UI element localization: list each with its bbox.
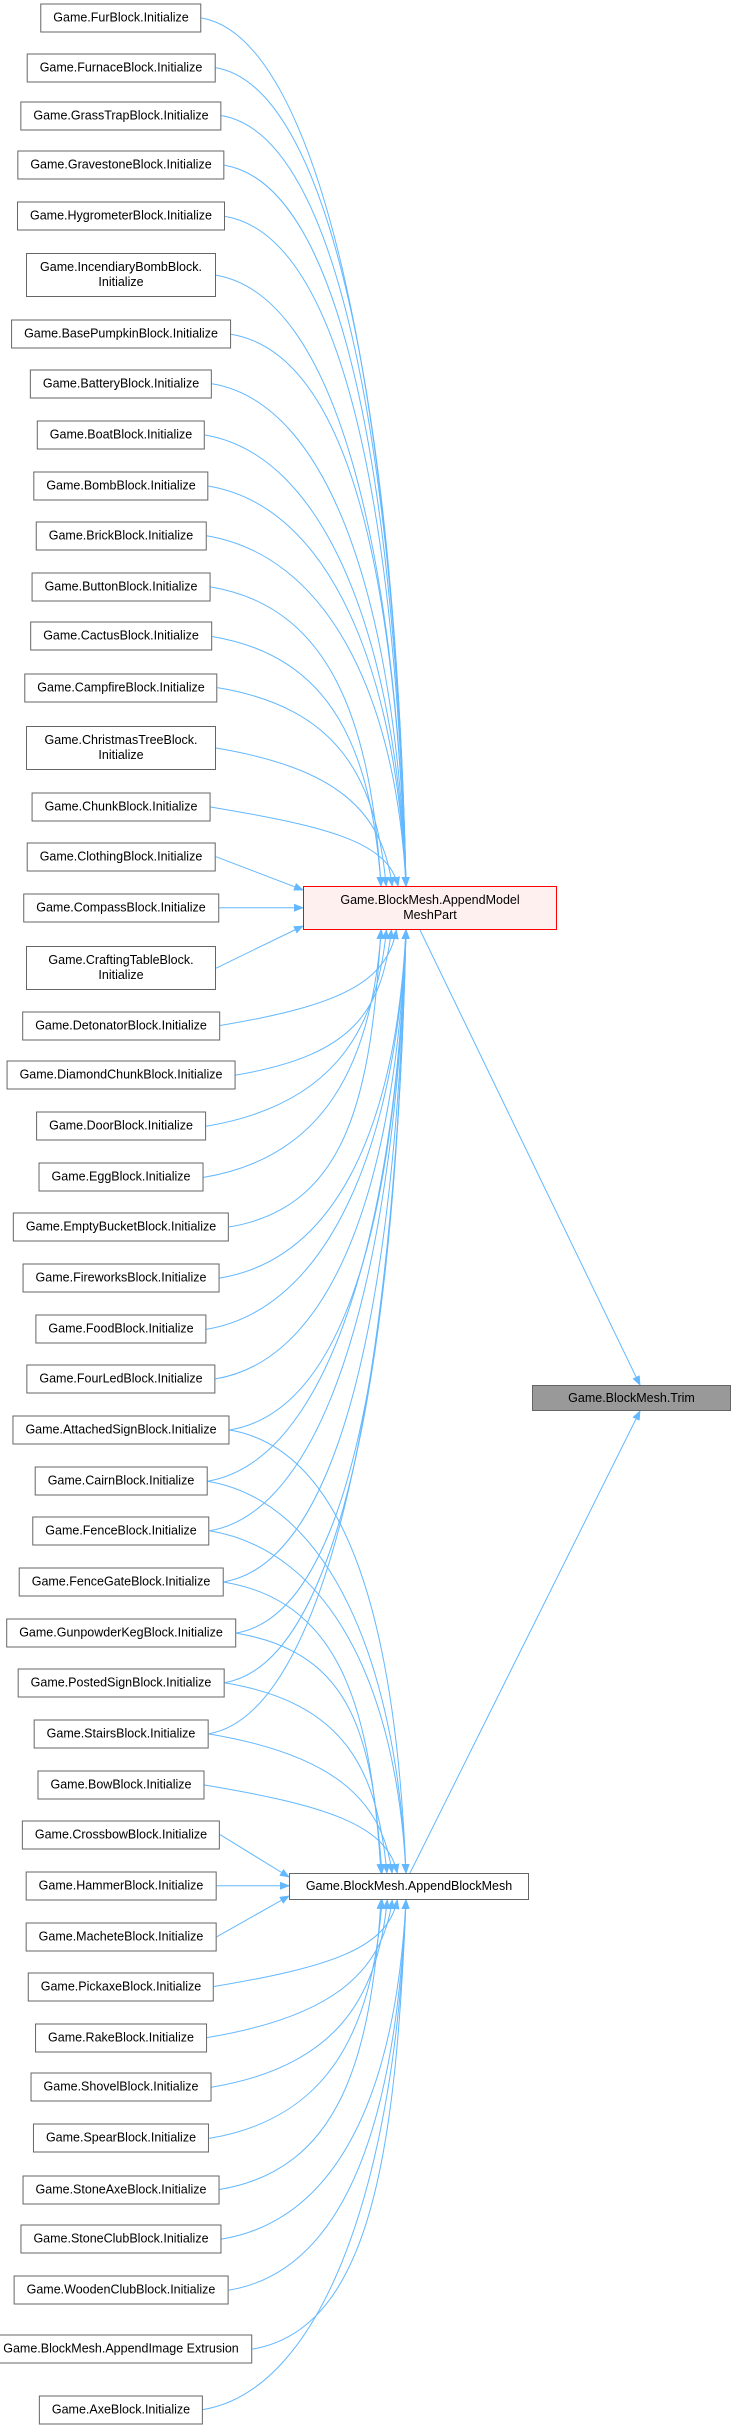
caller-node[interactable]: Game.HammerBlock.Initialize bbox=[25, 1871, 217, 1901]
caller-node[interactable]: Game.ChunkBlock.Initialize bbox=[31, 792, 211, 822]
caller-node[interactable]: Game.CompassBlock.Initialize bbox=[23, 893, 219, 923]
edge-to-abm bbox=[211, 1899, 391, 2088]
edge-to-mmp bbox=[211, 383, 410, 887]
edge-to-mmp bbox=[219, 929, 410, 1279]
edge-to-mmp bbox=[215, 929, 410, 1380]
edge-to-mmp bbox=[223, 929, 410, 1583]
edge-to-abm bbox=[206, 1899, 396, 2039]
edge-to-mmp bbox=[205, 929, 390, 1127]
edge-to-abm bbox=[251, 1899, 410, 2350]
caller-node[interactable]: Game.CampfireBlock.Initialize bbox=[24, 673, 218, 703]
caller-node[interactable]: Game.BasePumpkinBlock.Initialize bbox=[11, 319, 231, 349]
edge-mmp-to-trim bbox=[419, 929, 641, 1386]
caller-node[interactable]: Game.DoorBlock.Initialize bbox=[36, 1111, 206, 1141]
edge-to-abm bbox=[202, 1899, 410, 2411]
caller-node[interactable]: Game.CrossbowBlock.Initialize bbox=[21, 1820, 221, 1850]
caller-node[interactable]: Game.FoodBlock.Initialize bbox=[35, 1314, 207, 1344]
edge-to-abm bbox=[204, 1784, 400, 1874]
node-append-block-mesh[interactable]: Game.BlockMesh.AppendBlockMesh bbox=[289, 1873, 529, 1900]
caller-node[interactable]: Game.CraftingTableBlock. Initialize bbox=[26, 946, 216, 991]
caller-node[interactable]: Game.BowBlock.Initialize bbox=[37, 1770, 205, 1800]
node-trim-current[interactable]: Game.BlockMesh.Trim bbox=[532, 1385, 731, 1411]
caller-node[interactable]: Game.PostedSignBlock.Initialize bbox=[17, 1668, 225, 1698]
caller-node[interactable]: Game.FenceBlock.Initialize bbox=[32, 1516, 210, 1546]
edge-to-mmp bbox=[204, 434, 410, 887]
edge-to-abm bbox=[235, 1632, 386, 1874]
caller-node[interactable]: Game.FenceGateBlock.Initialize bbox=[18, 1567, 224, 1597]
caller-node[interactable]: Game.FurBlock.Initialize bbox=[40, 3, 202, 33]
caller-node[interactable]: Game.BoatBlock.Initialize bbox=[36, 420, 206, 450]
edge-to-abm bbox=[228, 1899, 410, 2291]
caller-node[interactable]: Game.RakeBlock.Initialize bbox=[35, 2023, 207, 2053]
node-append-model-mesh-part[interactable]: Game.BlockMesh.AppendModel MeshPart bbox=[303, 886, 557, 930]
caller-node[interactable]: Game.BlockMesh.AppendImage Extrusion bbox=[0, 2334, 252, 2364]
edge-to-mmp bbox=[211, 635, 385, 887]
caller-node[interactable]: Game.BombBlock.Initialize bbox=[33, 471, 209, 501]
caller-node[interactable]: Game.StoneClubBlock.Initialize bbox=[20, 2224, 222, 2254]
caller-node[interactable]: Game.StoneAxeBlock.Initialize bbox=[22, 2175, 220, 2205]
caller-node[interactable]: Game.EmptyBucketBlock.Initialize bbox=[12, 1212, 230, 1242]
caller-node[interactable]: Game.BatteryBlock.Initialize bbox=[29, 369, 213, 399]
edge-to-mmp bbox=[224, 215, 410, 887]
edge-to-mmp bbox=[208, 929, 410, 1735]
caller-node[interactable]: Game.GunpowderKegBlock.Initialize bbox=[6, 1618, 236, 1648]
edge-to-mmp bbox=[235, 929, 410, 1634]
edge-to-mmp bbox=[215, 925, 304, 969]
edge-to-mmp bbox=[215, 747, 395, 887]
edge-to-mmp bbox=[224, 164, 410, 887]
edge-to-mmp bbox=[215, 856, 304, 891]
edge-to-abm bbox=[219, 1899, 385, 2191]
caller-node[interactable]: Game.FireworksBlock.Initialize bbox=[22, 1263, 220, 1293]
caller-node[interactable]: Game.DiamondChunkBlock.Initialize bbox=[6, 1060, 236, 1090]
caller-node[interactable]: Game.PickaxeBlock.Initialize bbox=[27, 1972, 215, 2001]
caller-node[interactable]: Game.ClothingBlock.Initialize bbox=[26, 842, 216, 872]
edge-to-mmp bbox=[235, 929, 395, 1076]
caller-node[interactable]: Game.ButtonBlock.Initialize bbox=[31, 572, 211, 602]
edge-to-mmp bbox=[208, 485, 410, 887]
edge-to-abm bbox=[208, 1733, 395, 1874]
edge-to-abm bbox=[213, 1899, 400, 1987]
caller-node[interactable]: Game.FurnaceBlock.Initialize bbox=[26, 53, 216, 83]
caller-node[interactable]: Game.IncendiaryBombBlock. Initialize bbox=[26, 253, 216, 298]
edge-to-mmp bbox=[210, 806, 400, 887]
caller-node[interactable]: Game.GrassTrapBlock.Initialize bbox=[20, 101, 222, 131]
caller-node[interactable]: Game.SpearBlock.Initialize bbox=[32, 2123, 210, 2153]
edge-to-mmp bbox=[224, 929, 410, 1684]
caller-node[interactable]: Game.AxeBlock.Initialize bbox=[38, 2395, 204, 2425]
edge-to-abm bbox=[208, 1899, 386, 2139]
caller-node[interactable]: Game.DetonatorBlock.Initialize bbox=[22, 1011, 220, 1040]
edge-to-mmp bbox=[206, 929, 410, 1330]
caller-node[interactable]: Game.MacheteBlock.Initialize bbox=[25, 1922, 217, 1952]
edge-to-mmp bbox=[228, 929, 385, 1228]
caller-node[interactable]: Game.FourLedBlock.Initialize bbox=[26, 1364, 216, 1394]
edge-to-mmp bbox=[203, 929, 385, 1178]
caller-node[interactable]: Game.CairnBlock.Initialize bbox=[34, 1466, 208, 1496]
caller-node[interactable]: Game.HygrometerBlock.Initialize bbox=[16, 201, 226, 231]
edge-to-abm bbox=[229, 1429, 410, 1874]
caller-node[interactable]: Game.WoodenClubBlock.Initialize bbox=[13, 2275, 229, 2305]
caller-node[interactable]: Game.StairsBlock.Initialize bbox=[33, 1719, 209, 1749]
edge-to-abm bbox=[219, 1834, 290, 1878]
caller-node[interactable]: Game.ChristmasTreeBlock. Initialize bbox=[26, 726, 216, 771]
edge-to-abm bbox=[209, 1530, 410, 1874]
edge-abm-to-trim bbox=[409, 1410, 641, 1874]
edge-to-abm bbox=[216, 1895, 290, 1938]
caller-node[interactable]: Game.BrickBlock.Initialize bbox=[35, 521, 207, 551]
caller-node[interactable]: Game.EggBlock.Initialize bbox=[38, 1162, 204, 1192]
edge-to-abm bbox=[221, 1899, 410, 2240]
edge-to-mmp bbox=[219, 929, 399, 1026]
caller-node[interactable]: Game.CactusBlock.Initialize bbox=[30, 621, 212, 651]
edge-to-mmp bbox=[230, 333, 410, 887]
edge-to-mmp bbox=[209, 929, 410, 1532]
edge-to-abm bbox=[224, 1682, 391, 1874]
caller-node[interactable]: Game.AttachedSignBlock.Initialize bbox=[12, 1415, 230, 1445]
edge-to-mmp bbox=[207, 929, 410, 1482]
edge-to-abm bbox=[207, 1480, 410, 1874]
edge-to-mmp bbox=[210, 586, 385, 887]
edge-to-mmp bbox=[221, 115, 410, 887]
caller-node[interactable]: Game.ShovelBlock.Initialize bbox=[30, 2072, 212, 2102]
edge-to-mmp bbox=[217, 687, 390, 887]
caller-node[interactable]: Game.GravestoneBlock.Initialize bbox=[17, 150, 225, 180]
edge-to-mmp bbox=[206, 535, 410, 887]
